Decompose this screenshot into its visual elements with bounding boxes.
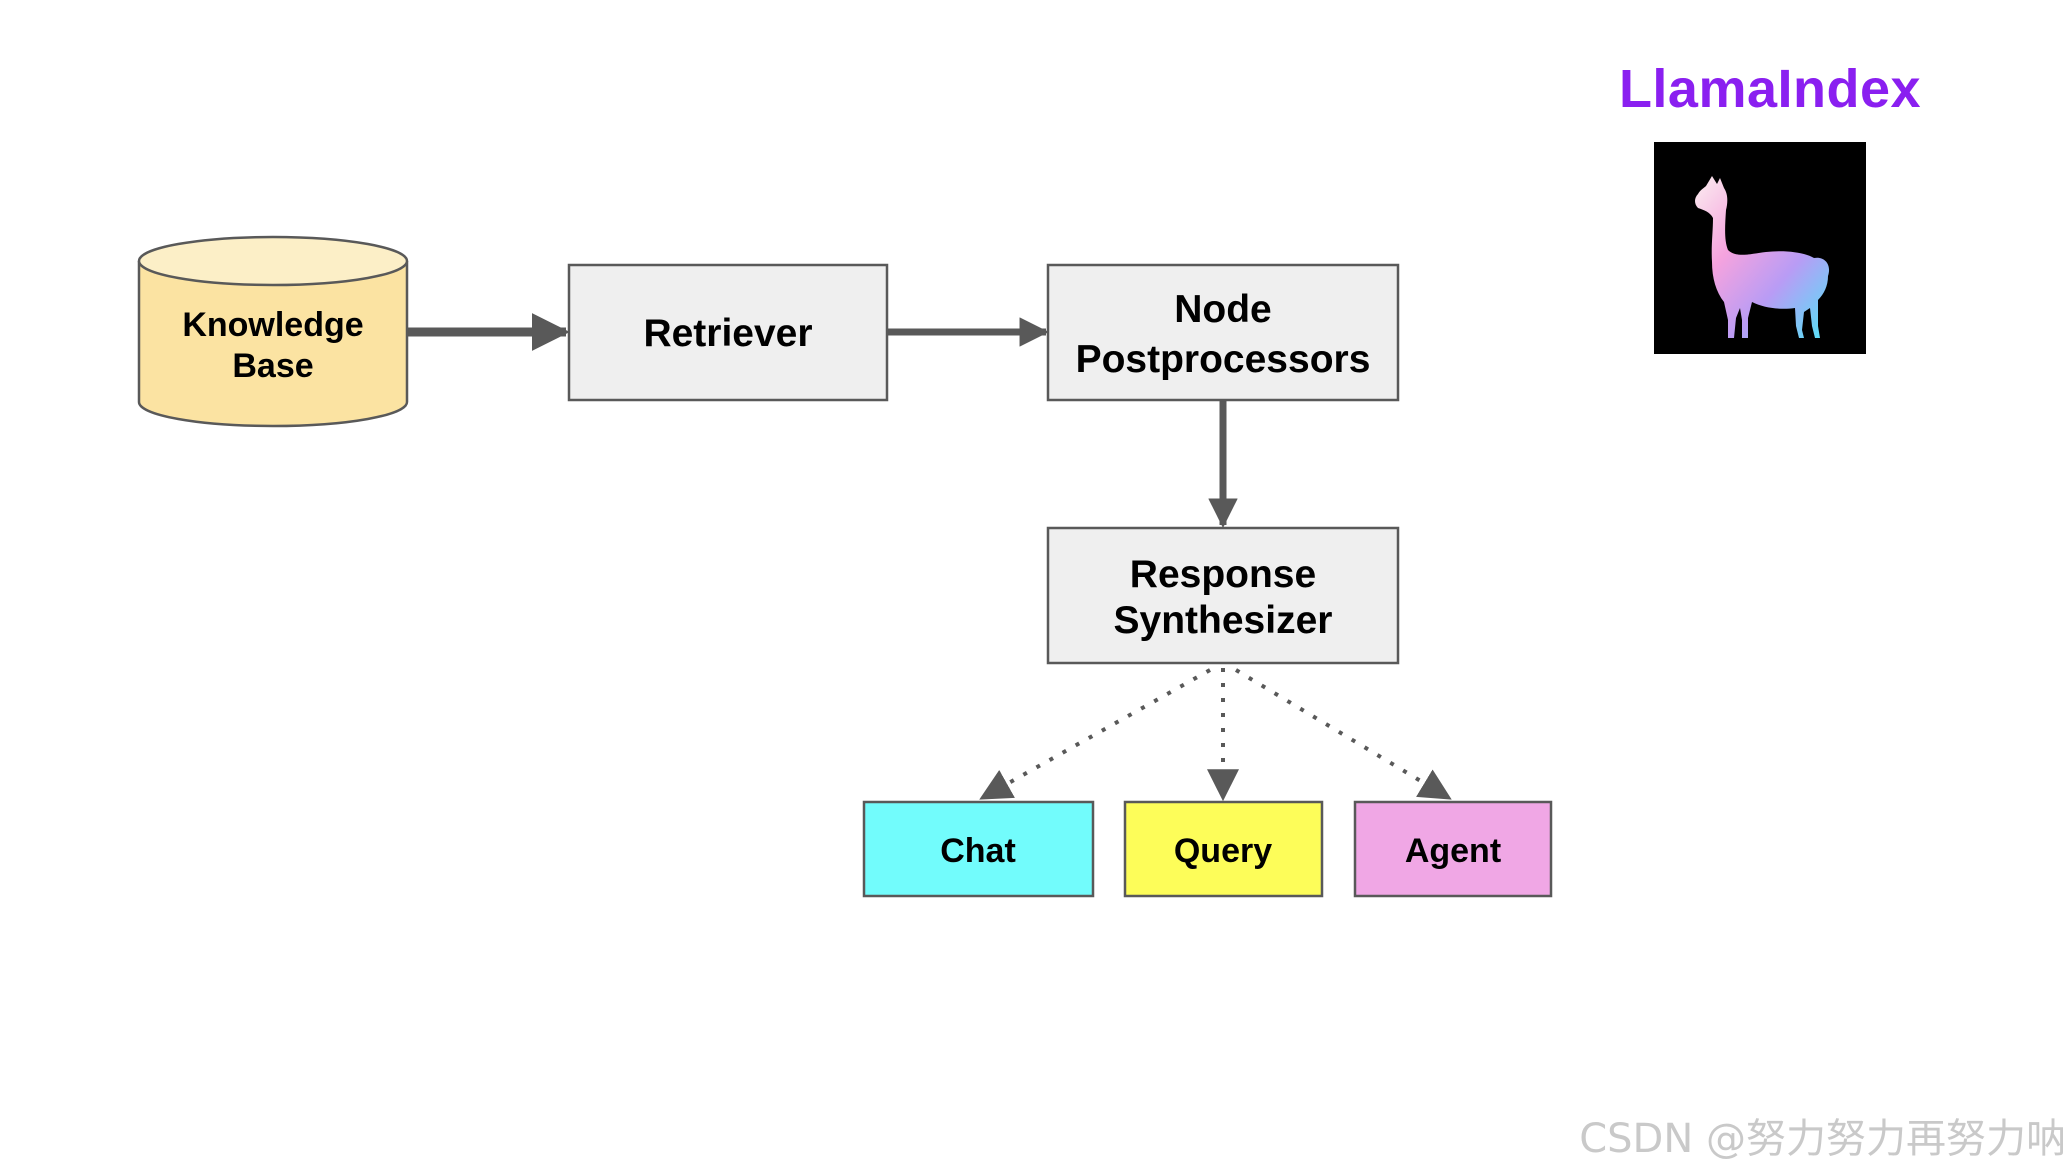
query-node: Query — [1123, 800, 1324, 898]
node-postprocessors-label-line2: Postprocessors — [1076, 338, 1371, 381]
query-label: Query — [1174, 832, 1272, 870]
response-synthesizer-node: Response Synthesizer — [1046, 526, 1400, 665]
arrow-synthesizer-to-agent — [1234, 668, 1452, 800]
node-postprocessors-node: Node Postprocessors — [1046, 263, 1400, 402]
chat-label: Chat — [940, 832, 1016, 870]
llama-icon — [1695, 176, 1830, 338]
knowledge-base-node: Knowledge Base — [137, 235, 409, 428]
logo-background — [1654, 142, 1866, 354]
cylinder-body — [137, 261, 409, 428]
knowledge-base-label-line1: Knowledge — [182, 306, 363, 344]
agent-box — [1353, 800, 1553, 898]
response-synthesizer-label-line1: Response — [1130, 553, 1316, 596]
llamaindex-brand-title: LlamaIndex — [1618, 59, 1922, 119]
retriever-label: Retriever — [643, 312, 812, 355]
retriever-box — [567, 263, 889, 402]
chat-node: Chat — [862, 800, 1095, 898]
agent-label: Agent — [1405, 832, 1501, 870]
node-postprocessors-box — [1046, 263, 1400, 402]
knowledge-base-label-line2: Base — [232, 347, 313, 385]
response-synthesizer-box — [1046, 526, 1400, 665]
llamaindex-logo — [1654, 142, 1866, 354]
agent-node: Agent — [1353, 800, 1553, 898]
node-postprocessors-label-line1: Node — [1174, 288, 1272, 331]
chat-box — [862, 800, 1095, 898]
response-synthesizer-label-line2: Synthesizer — [1114, 599, 1333, 642]
query-box — [1123, 800, 1324, 898]
cylinder-top — [137, 235, 409, 287]
csdn-watermark: CSDN @努力努力再努力呐 — [1579, 1116, 2066, 1162]
arrow-synthesizer-to-chat — [979, 668, 1211, 800]
connectors — [408, 313, 1452, 802]
retriever-node: Retriever — [567, 263, 889, 402]
